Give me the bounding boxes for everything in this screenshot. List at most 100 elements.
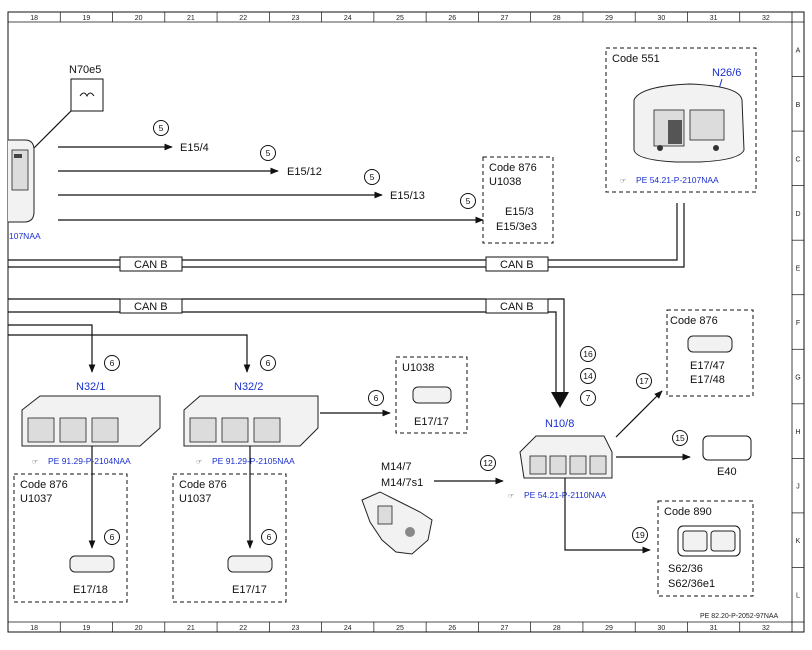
code876-right-l1: E17/47 bbox=[690, 360, 725, 372]
sunroof-switch-icon bbox=[682, 530, 708, 552]
grid-column-label: 19 bbox=[83, 15, 91, 22]
lock-switch-icon bbox=[710, 530, 736, 552]
circle-6e: 6 bbox=[267, 532, 272, 542]
n32-1-label: N32/1 bbox=[76, 381, 105, 393]
u1038-mid-box: U1038 E17/17 bbox=[395, 356, 468, 434]
grid-column-label: 29 bbox=[605, 625, 613, 632]
grid-column-label: 23 bbox=[292, 15, 300, 22]
grid-column-label: 22 bbox=[239, 15, 247, 22]
code551-code: Code 551 bbox=[612, 53, 660, 65]
grid-column-label: 28 bbox=[553, 15, 561, 22]
grid-column-label: 30 bbox=[657, 15, 665, 22]
code890-code: Code 890 bbox=[664, 506, 712, 518]
n32-2-ref: PE 91.29-P-2105NAA bbox=[212, 456, 295, 466]
grid-column-label: 31 bbox=[710, 625, 718, 632]
lamp-icon-right bbox=[687, 335, 733, 353]
overhead-control-panel bbox=[633, 83, 745, 163]
n32-1-control-unit: N32/1 ☞ PE 91.29-P-2104NAA bbox=[21, 381, 161, 466]
code876-bl1-l1: E17/18 bbox=[73, 584, 108, 596]
grid-row-label: A bbox=[796, 47, 801, 54]
grid-column-label: 29 bbox=[605, 15, 613, 22]
code876-top-sub: U1038 bbox=[489, 176, 521, 188]
lamp-symbol-icon bbox=[79, 92, 95, 98]
n32-1-ref-icon: ☞ bbox=[32, 459, 38, 466]
drawing-frame bbox=[7, 11, 805, 633]
code876-top-code: Code 876 bbox=[489, 162, 537, 174]
circle-6c: 6 bbox=[374, 393, 379, 403]
n26-6-label: N26/6 bbox=[712, 67, 741, 79]
circle-15: 15 bbox=[675, 433, 685, 443]
circle-16: 16 bbox=[583, 349, 593, 359]
grid-column-label: 24 bbox=[344, 625, 352, 632]
grid-column-label: 21 bbox=[187, 15, 195, 22]
circle-19: 19 bbox=[635, 530, 645, 540]
grid-row-label: K bbox=[796, 538, 801, 545]
grid-column-label: 24 bbox=[344, 15, 352, 22]
grid-column-label: 19 bbox=[83, 625, 91, 632]
grid-column-label: 27 bbox=[501, 625, 509, 632]
grid-column-label: 31 bbox=[710, 15, 718, 22]
circle-6b: 6 bbox=[266, 358, 271, 368]
n10-8-label: N10/8 bbox=[545, 418, 574, 430]
can-bus-lower: CAN B CAN B bbox=[8, 298, 569, 408]
code876-top-box: Code 876 U1038 E15/3 E15/3e3 bbox=[482, 156, 554, 244]
n32-1-ref: PE 91.29-P-2104NAA bbox=[48, 456, 131, 466]
can-b-label-4: CAN B bbox=[500, 301, 534, 313]
e40-component bbox=[702, 435, 752, 461]
n70e5-label: N70e5 bbox=[69, 64, 101, 76]
circle-6d: 6 bbox=[110, 532, 115, 542]
m14-7s1-label: M14/7s1 bbox=[381, 477, 423, 489]
circle-5d: 5 bbox=[466, 196, 471, 206]
grid-column-label: 18 bbox=[30, 625, 38, 632]
document-reference: PE 82.20-P-2052-97NAA bbox=[700, 613, 779, 620]
code876-bl2-box: Code 876 U1037 6 E17/17 bbox=[172, 473, 287, 603]
grid-row-label: G bbox=[795, 375, 800, 382]
grid-column-label: 26 bbox=[448, 625, 456, 632]
e15-12-label: E15/12 bbox=[287, 166, 322, 178]
code890-l2: S62/36e1 bbox=[668, 578, 715, 590]
can-b-label-1: CAN B bbox=[134, 259, 168, 271]
m14-7-label: M14/7 bbox=[381, 461, 412, 473]
left-partial-ref: 107NAA bbox=[9, 231, 41, 241]
code876-right-l2: E17/48 bbox=[690, 374, 725, 386]
code876-bl1-code: Code 876 bbox=[20, 479, 68, 491]
n32-2-ref-icon: ☞ bbox=[196, 459, 202, 466]
grid-column-label: 22 bbox=[239, 625, 247, 632]
m14-7-motor: M14/7 M14/7s1 bbox=[361, 461, 433, 555]
circle-17: 17 bbox=[639, 376, 649, 386]
left-partial-component: 107NAA bbox=[8, 139, 41, 241]
code876-right-code: Code 876 bbox=[670, 315, 718, 327]
code876-top-l2: E15/3e3 bbox=[496, 221, 537, 233]
grid-row-label: H bbox=[795, 429, 800, 436]
code876-bl2-code: Code 876 bbox=[179, 479, 227, 491]
code876-bl1-box: Code 876 U1037 6 E17/18 bbox=[13, 473, 128, 603]
grid-row-label: C bbox=[795, 156, 800, 163]
lamp-icon bbox=[412, 386, 452, 404]
code890-l1: S62/36 bbox=[668, 563, 703, 575]
can-bus-upper: CAN B CAN B bbox=[8, 203, 685, 272]
code876-right-box: Code 876 E17/47 E17/48 bbox=[666, 309, 754, 397]
grid-row-label: D bbox=[795, 211, 800, 218]
code876-bl2-l1: E17/17 bbox=[232, 584, 267, 596]
grid-column-label: 20 bbox=[135, 625, 143, 632]
e15-4-label: E15/4 bbox=[180, 142, 209, 154]
code876-bl1-sub: U1037 bbox=[20, 493, 52, 505]
lamp-icon-bl2 bbox=[227, 555, 273, 573]
grid-row-label: J bbox=[796, 484, 800, 491]
can-b-label-3: CAN B bbox=[134, 301, 168, 313]
circle-5b: 5 bbox=[266, 148, 271, 158]
e15-13-label: E15/13 bbox=[390, 190, 425, 202]
grid-column-label: 27 bbox=[501, 15, 509, 22]
lamp-icon-bl1 bbox=[69, 555, 115, 573]
grid-column-label: 21 bbox=[187, 625, 195, 632]
u1038-mid-code: U1038 bbox=[402, 362, 434, 374]
n70e5-component: N70e5 bbox=[33, 64, 104, 149]
code890-box: Code 890 S62/36 S62/36e1 bbox=[657, 500, 754, 597]
grid-column-label: 18 bbox=[30, 15, 38, 22]
n26-6-ref: PE 54.21-P-2107NAA bbox=[636, 175, 719, 185]
code551-box: Code 551 N26/6 ☞ PE 54.21-P-2107NAA bbox=[605, 47, 757, 193]
